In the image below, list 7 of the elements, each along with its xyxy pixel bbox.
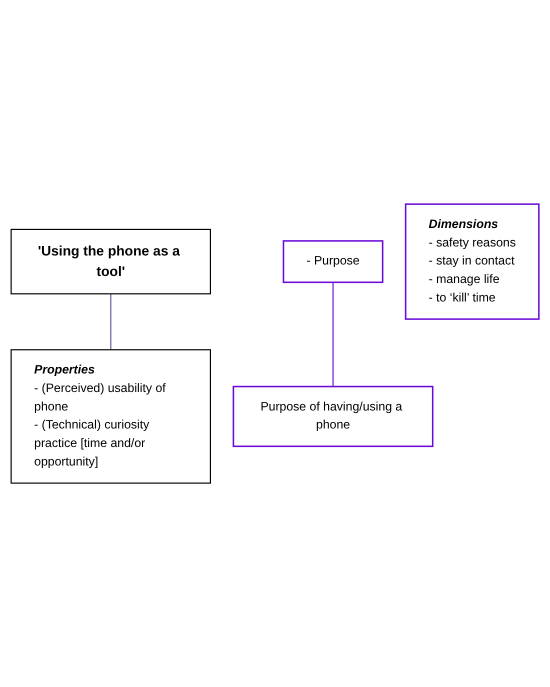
node-box: 'Using the phone as a tool' (10, 228, 211, 294)
node-box: Dimensions - safety reasons - stay in contact - manage life - to ‘kill’ time (404, 203, 540, 320)
connector (110, 294, 112, 350)
node-box: - Purpose (282, 240, 384, 283)
node-box: Purpose of having/using a phone (232, 386, 434, 447)
connector (332, 282, 334, 386)
node-box: Properties - (Perceived) usability of phone - (Technical) curiosity practice [time and/or opportunity] (10, 349, 211, 484)
